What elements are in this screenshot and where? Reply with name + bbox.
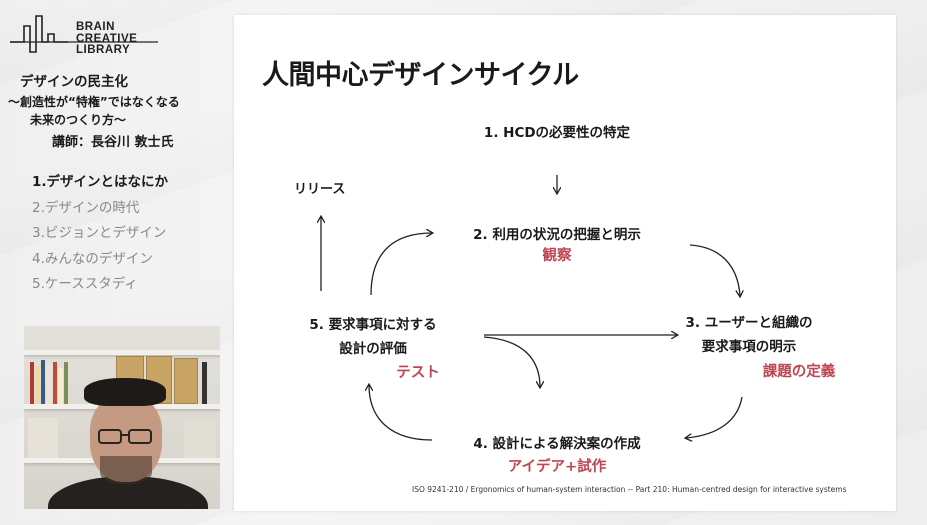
- cycle-arrows-diagram: [234, 175, 896, 511]
- step1-label: 1. HCDの必要性の特定: [483, 125, 631, 141]
- presentation-slide: 人間中心デザインサイクル リリース 1. HCDの必要性の特定 2. 利用の状況…: [234, 15, 896, 511]
- lecturer-name: 講師：長谷川 敦士氏: [52, 135, 174, 150]
- release-label: リリース: [294, 182, 346, 197]
- glasses-icon: [98, 429, 122, 444]
- step3-label-line2: 要求事項の明示: [701, 339, 797, 355]
- step5-label-line2: 設計の評価: [339, 341, 407, 357]
- course-subtitle-line2: 未来のつくり方〜: [30, 113, 127, 127]
- arrow-step5-to-step4: [483, 336, 540, 387]
- course-title: デザインの民主化: [20, 74, 128, 90]
- toc-item-2: 2.デザインの時代: [32, 199, 140, 216]
- iso-citation: ISO 9241-210 / Ergonomics of human-syste…: [412, 485, 847, 494]
- toc-item-3: 3.ビジョンとデザイン: [32, 225, 167, 241]
- shelf-board: [24, 350, 220, 355]
- toc-item-1: 1.デザインとはなにか: [32, 174, 169, 190]
- step5-keyword: テスト: [396, 365, 440, 381]
- logo-line-3: LIBRARY: [76, 44, 131, 56]
- step3-keyword: 課題の定義: [762, 364, 836, 380]
- step2-keyword: 観察: [542, 248, 572, 264]
- arrow-step3-to-step4: [686, 396, 743, 438]
- step3-label-line1: 3. ユーザーと組織の: [685, 315, 813, 331]
- slide-title: 人間中心デザインサイクル: [262, 60, 579, 91]
- step5-label-line1: 5. 要求事項に対する: [309, 317, 437, 333]
- toc-item-4: 4.みんなのデザイン: [32, 250, 153, 267]
- toc-item-5: 5.ケーススタディ: [32, 276, 138, 292]
- logo-wordmark: BRAIN CREATIVE LIBRARY: [76, 21, 138, 57]
- step2-label: 2. 利用の状況の把握と明示: [473, 227, 641, 243]
- logo-line-1: BRAIN: [76, 21, 115, 33]
- course-subtitle-line1: 〜創造性が“特権”ではなくなる: [8, 95, 180, 109]
- table-of-contents: 1.デザインとはなにか 2.デザインの時代 3.ビジョンとデザイン 4.みんなの…: [32, 172, 168, 300]
- speaker-webcam-video: [24, 326, 220, 509]
- logo-line-2: CREATIVE: [76, 32, 138, 45]
- arrow-step5-to-step2: [370, 233, 432, 296]
- arrow-step2-to-step3: [689, 244, 740, 296]
- logo-waveform-icon: [10, 15, 158, 53]
- arrow-step4-to-step5: [369, 385, 433, 441]
- brain-creative-library-logo: BRAIN CREATIVE LIBRARY: [10, 12, 160, 56]
- step4-label: 4. 設計による解決案の作成: [473, 436, 641, 452]
- step4-keyword: アイデア+試作: [507, 459, 607, 475]
- speaker-hair: [84, 378, 166, 406]
